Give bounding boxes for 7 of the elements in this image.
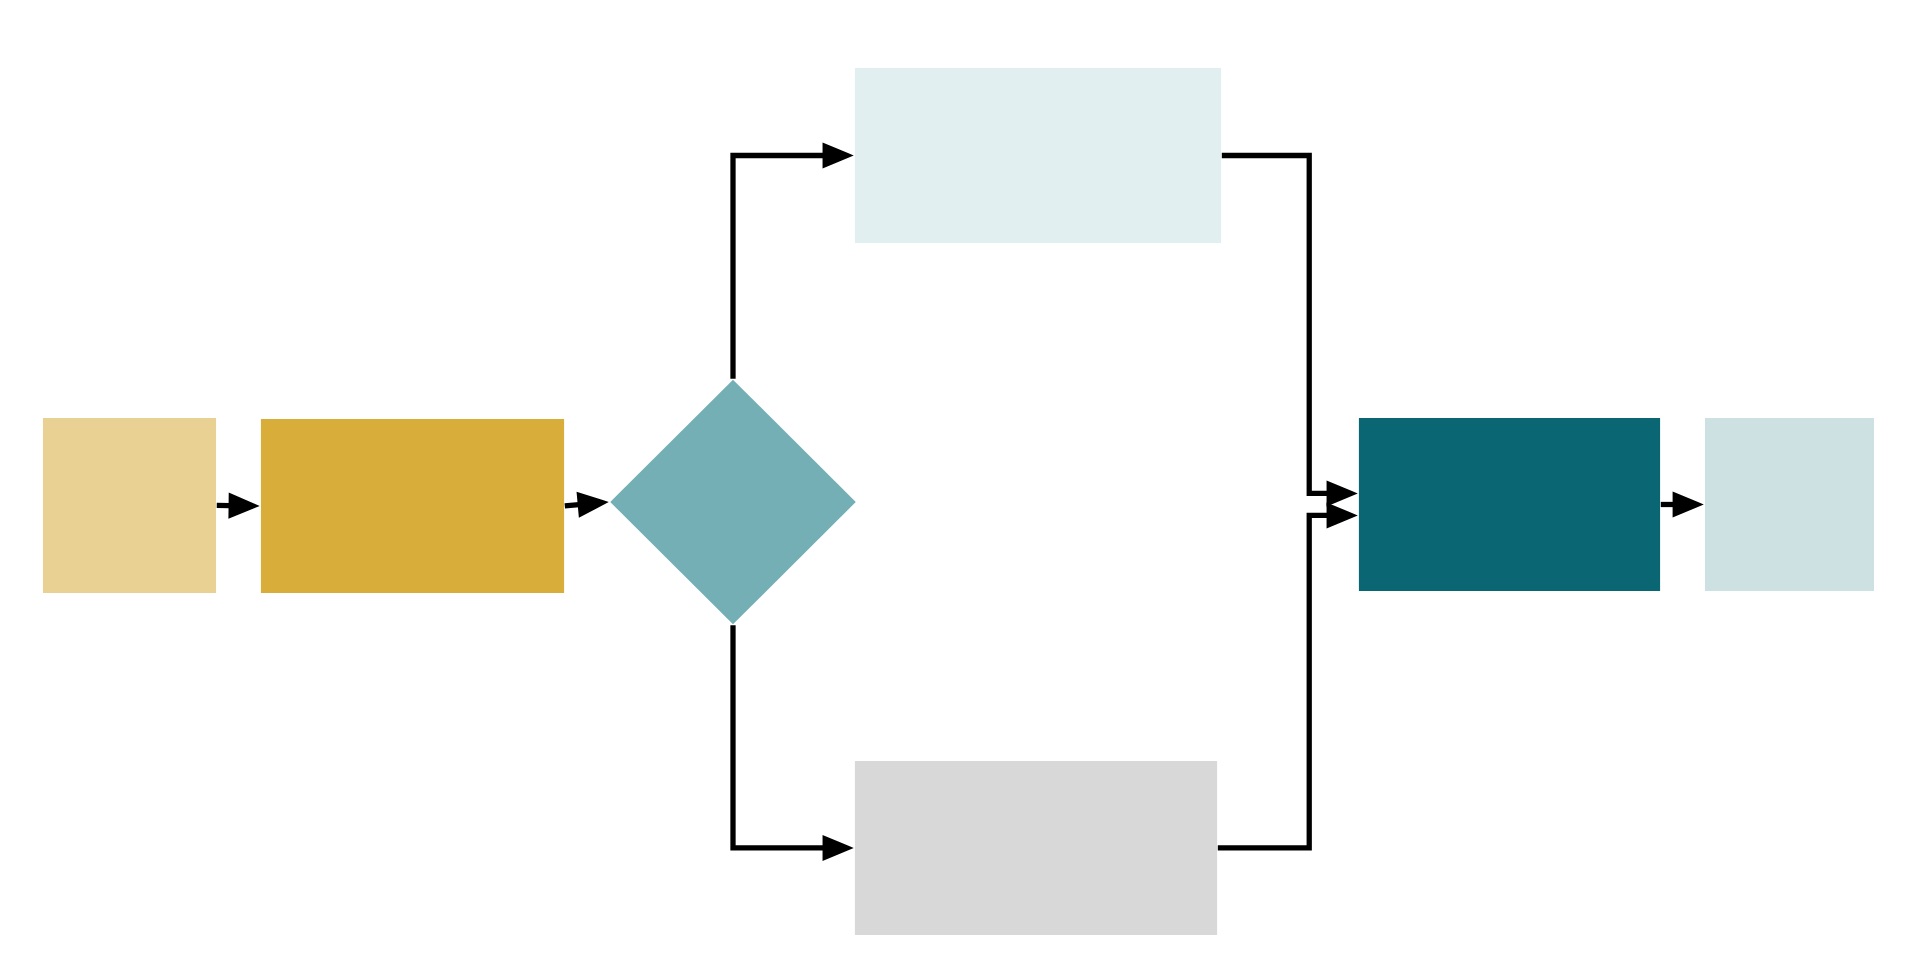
process-box	[1358, 417, 1661, 592]
process-box	[42, 417, 217, 594]
decision-diamond	[610, 379, 856, 625]
process-box	[854, 67, 1222, 244]
process-box	[260, 418, 565, 594]
process-box	[854, 760, 1218, 936]
process-box	[1704, 417, 1875, 592]
